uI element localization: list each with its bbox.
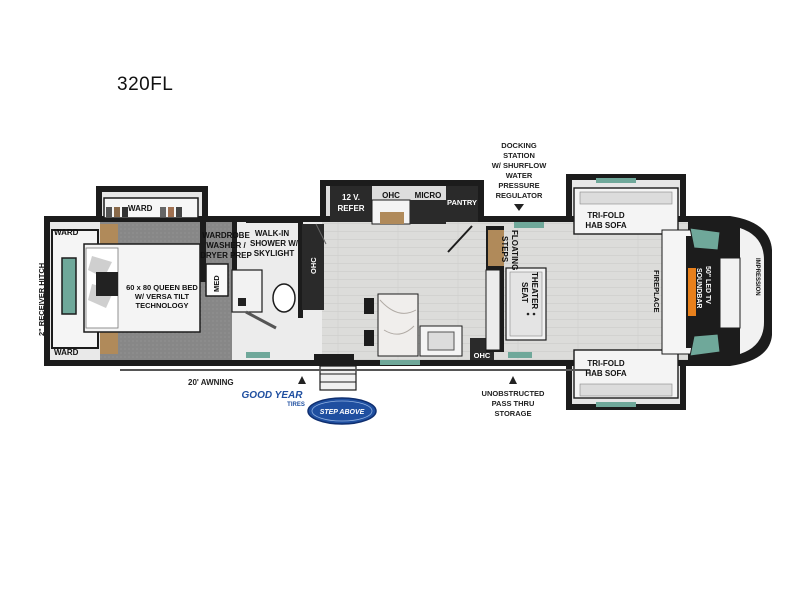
pantry — [446, 186, 478, 222]
label-walkin-3: SKYLIGHT — [254, 249, 295, 258]
label-bed-3: TECHNOLOGY — [136, 301, 189, 310]
floating-steps — [488, 230, 504, 266]
label-tv-2: SOUNDBAR — [695, 268, 702, 308]
label-ward-left-top: WARD — [54, 228, 79, 237]
docking-line-4: WATER — [506, 171, 533, 180]
hanging-clothes — [106, 207, 182, 217]
label-pantry: PANTRY — [447, 198, 477, 207]
kitchen-island — [364, 293, 494, 360]
label-sofa-bottom-2: HAB SOFA — [585, 369, 627, 378]
label-sofa-top-2: HAB SOFA — [585, 221, 627, 230]
theater-seat — [505, 267, 547, 341]
label-refer-1: 12 V. — [342, 193, 360, 202]
pass-thru-line-1: UNOBSTRUCTED — [482, 389, 545, 398]
label-sofa-bottom-1: TRI-FOLD — [587, 359, 625, 368]
goodyear-logo: GOOD YEAR TIRES — [242, 390, 305, 408]
label-sofa-top-1: TRI-FOLD — [587, 211, 625, 220]
arrow-up-icon — [509, 376, 517, 384]
awning-label: 20' AWNING — [188, 378, 234, 387]
label-floating-1: FLOATING — [510, 230, 519, 270]
arrow-up-icon — [298, 376, 306, 384]
pass-thru-line-3: STORAGE — [495, 409, 532, 418]
window — [508, 352, 532, 358]
pass-thru-line-2: PASS THRU — [492, 399, 535, 408]
docking-line-2: STATION — [503, 151, 535, 160]
label-walkin-1: WALK-IN — [255, 229, 289, 238]
label-theater-2: SEAT — [520, 282, 529, 303]
toilet — [272, 283, 296, 313]
brand-cap-text: IMPRESSION — [754, 258, 760, 296]
label-ward-left-bottom: WARD — [54, 348, 79, 357]
tires-text: TIRES — [287, 402, 305, 408]
bedroom-window — [61, 257, 77, 315]
pass-thru-annotation: UNOBSTRUCTED PASS THRU STORAGE — [482, 376, 545, 418]
label-washer: WASHER / — [206, 241, 246, 250]
bath-ohc — [302, 224, 324, 310]
microwave — [410, 200, 446, 224]
refrigerator — [330, 186, 372, 222]
step-above-text: STEP ABOVE — [320, 409, 365, 416]
fireplace-flame — [688, 268, 696, 316]
label-bottom-ohc: OHC — [474, 351, 491, 360]
docking-line-5: PRESSURE — [498, 181, 539, 190]
docking-line-6: REGULATOR — [496, 191, 543, 200]
label-bath-ohc: OHC — [309, 257, 318, 274]
shower-door — [245, 310, 277, 330]
window — [514, 222, 544, 228]
label-med: MED — [212, 275, 221, 292]
label-kitchen-ohc: OHC — [382, 191, 400, 200]
med-cabinet — [205, 263, 229, 297]
tv-cabinet — [686, 236, 708, 348]
model-name: 320FL — [117, 74, 174, 95]
label-dryer: DRYER PREP — [200, 251, 252, 260]
label-wardrobe: WARDROBE — [202, 231, 250, 240]
label-fireplace: FIREPLACE — [652, 270, 661, 313]
arrow-down-icon — [514, 204, 524, 211]
label-walkin-2: SHOWER W/ — [250, 239, 299, 248]
label-floating-2: STEPS — [500, 236, 509, 263]
label-receiver-hitch: 2" RECEIVER HITCH — [37, 263, 46, 336]
goodyear-text: GOOD YEAR — [242, 390, 304, 401]
queen-bed — [83, 243, 201, 333]
window — [246, 352, 270, 358]
label-tv-1: 50" LED TV — [704, 266, 711, 304]
label-bed-1: 60 x 80 QUEEN BED — [126, 283, 198, 292]
bathroom-sink — [231, 269, 263, 313]
label-bed-2: W/ VERSA TILT — [135, 292, 190, 301]
label-refer-2: REFER — [337, 204, 364, 213]
label-ward-top: WARD — [128, 204, 153, 213]
step-above-logo: STEP ABOVE — [307, 397, 377, 425]
label-micro: MICRO — [415, 191, 442, 200]
top-sofa — [573, 178, 679, 235]
bottom-sofa — [573, 349, 679, 407]
entry-door — [314, 354, 357, 391]
docking-station-annotation: DOCKING STATION W/ SHURFLOW WATER PRESSU… — [492, 141, 547, 211]
window — [380, 360, 420, 365]
docking-line-3: W/ SHURFLOW — [492, 161, 547, 170]
label-theater-1: THEATER — [530, 272, 539, 309]
docking-line-1: DOCKING — [501, 141, 537, 150]
